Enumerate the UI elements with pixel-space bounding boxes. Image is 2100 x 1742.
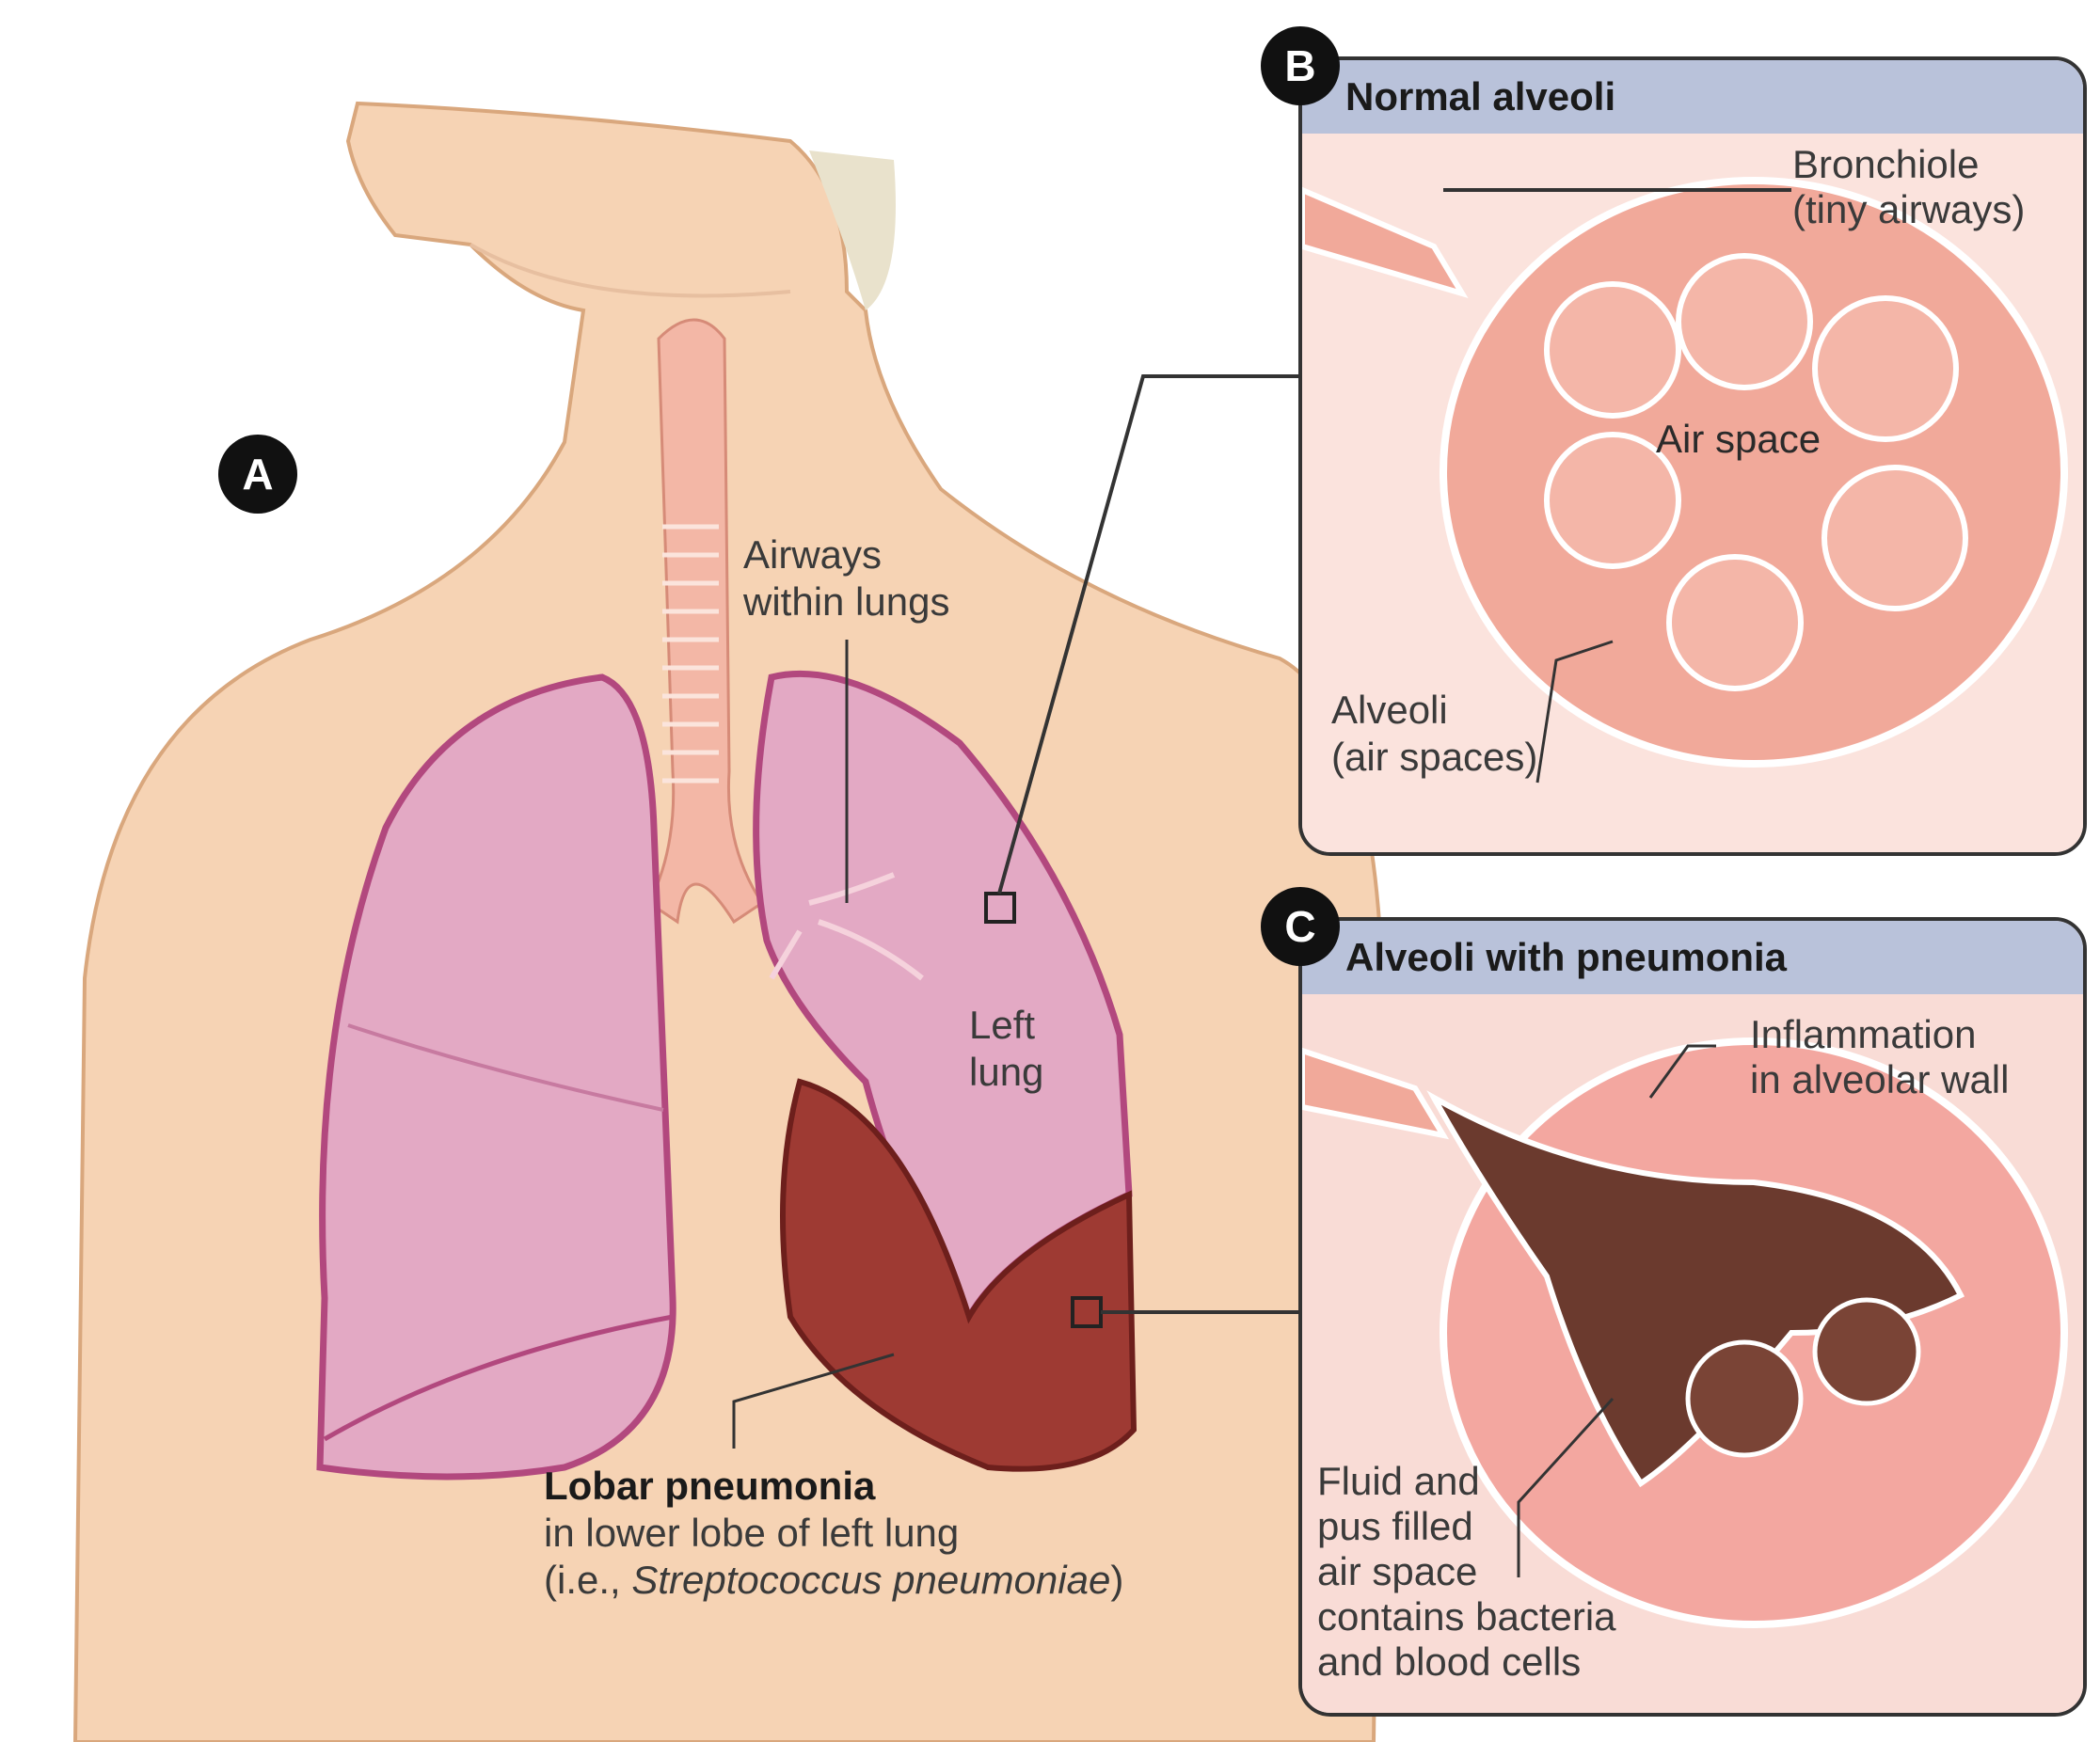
normal-alveoli-art (1302, 134, 2083, 852)
badge-b: B (1261, 26, 1340, 105)
label-left-lung-2: lung (969, 1050, 1044, 1094)
left-lung-lower-lobe (780, 1078, 1138, 1472)
panel-b-title: Normal alveoli (1345, 74, 1616, 119)
right-lung-fissure (347, 1023, 664, 1112)
label-airways-2: within lungs (743, 579, 950, 624)
leader-line-lobar (732, 1353, 895, 1449)
label-fluid-3: air space (1317, 1549, 1478, 1593)
trachea-rings (662, 524, 719, 784)
right-lung (316, 673, 676, 1481)
pneumonia-alveoli-art (1302, 994, 2083, 1713)
label-airways-1: Airways (743, 532, 883, 577)
panel-c-header-bar (1302, 921, 2083, 997)
caption-line-3: (i.e., Streptococcus pneumoniae) (544, 1557, 1123, 1604)
caption-suffix: ) (1110, 1558, 1124, 1602)
label-bronchiole-1: Bronchiole (1792, 142, 1980, 186)
label-bronchiole-2: (tiny airways) (1792, 187, 2026, 231)
caption-organism: Streptococcus pneumoniae (631, 1558, 1111, 1602)
airway-branches (769, 872, 924, 981)
label-inflammation-2: in alveolar wall (1750, 1057, 2010, 1101)
label-fluid-5: and blood cells (1317, 1639, 1582, 1684)
hair-tuft (809, 150, 896, 310)
label-inflammation-1: Inflammation (1750, 1012, 1977, 1056)
panel-c-title: Alveoli with pneumonia (1345, 935, 1788, 979)
caption-title: Lobar pneumonia (544, 1464, 876, 1508)
badge-c: C (1261, 887, 1340, 966)
label-fluid-4: contains bacteria (1317, 1594, 1616, 1639)
panel-normal-alveoli (1298, 56, 2087, 856)
caption-prefix: (i.e., (544, 1558, 632, 1602)
badge-a: A (218, 435, 297, 514)
callout-box-infected (1071, 1296, 1103, 1328)
panel-alveoli-pneumonia (1298, 917, 2087, 1717)
label-fluid-1: Fluid and (1317, 1459, 1480, 1503)
label-alveoli-1: Alveoli (1331, 688, 1448, 732)
trachea (647, 318, 765, 925)
label-air-space: Air space (1656, 417, 1822, 461)
label-left-lung-1: Left (969, 1003, 1036, 1047)
leader-line-b (997, 374, 1298, 895)
label-fluid-2: pus filled (1317, 1504, 1473, 1548)
chin-shadow (469, 243, 791, 298)
label-alveoli-2: (air spaces) (1331, 735, 1538, 779)
right-lung-base (323, 1314, 674, 1442)
caption-line-2: in lower lobe of left lung (544, 1511, 960, 1555)
